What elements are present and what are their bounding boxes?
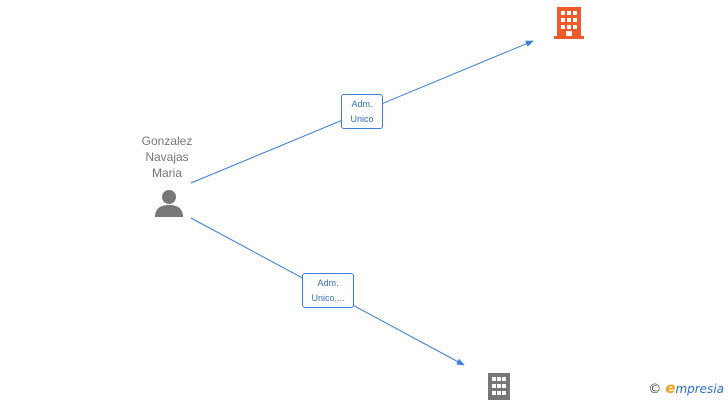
edge-label-line: Unico,...: [311, 293, 345, 303]
person-name-line: Gonzalez: [141, 134, 193, 148]
edge-label-line: Unico: [350, 114, 374, 124]
brand-rest: mpresia: [675, 382, 724, 396]
edge-label-2[interactable]: Adm. Unico,...: [302, 273, 354, 308]
brand-initial: e: [665, 379, 676, 397]
person-name-line: Maria: [151, 166, 182, 180]
building-icon[interactable]: [488, 373, 510, 400]
empresia-watermark[interactable]: ©empresia: [648, 379, 724, 397]
edge-label-1[interactable]: Adm. Unico: [341, 94, 383, 129]
edge-label-line: Adm.: [317, 278, 339, 288]
person-name[interactable]: Gonzalez Navajas Maria: [122, 133, 212, 181]
building-icon[interactable]: [554, 7, 584, 39]
person-name-line: Navajas: [145, 150, 189, 164]
edge-label-line: Adm.: [351, 99, 373, 109]
copyright-symbol: ©: [648, 382, 662, 397]
person-icon[interactable]: [155, 190, 183, 217]
